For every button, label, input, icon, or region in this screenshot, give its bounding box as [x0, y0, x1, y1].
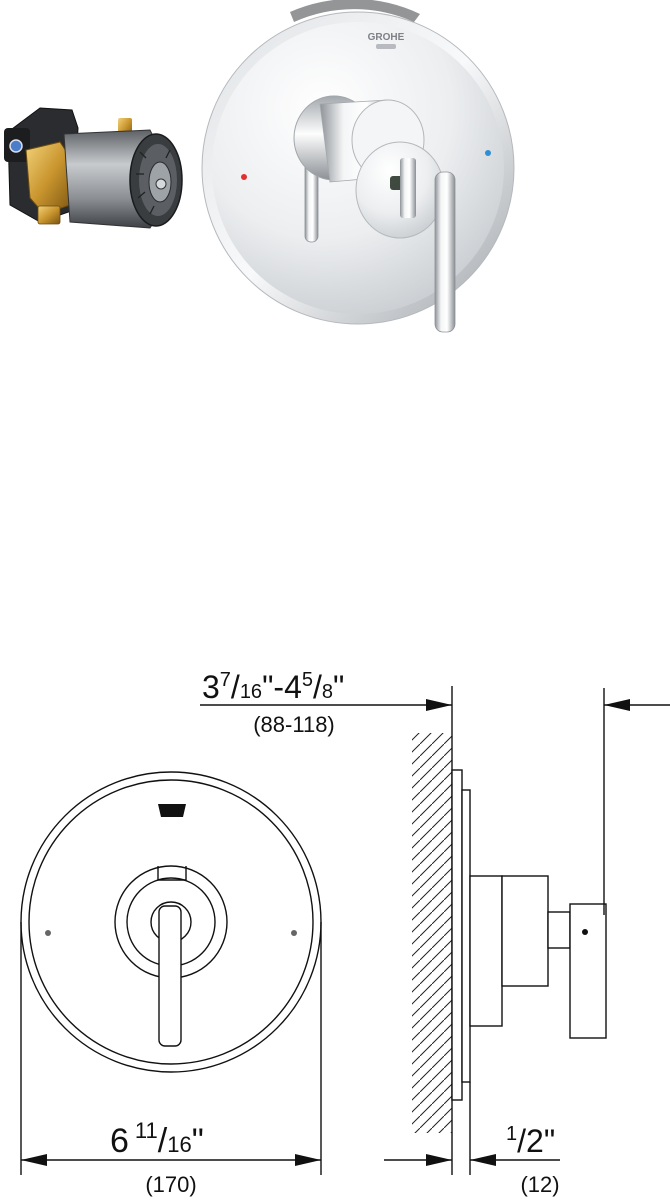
depth-label: 37/16"-45/8" [202, 669, 344, 705]
dimension-depth [200, 686, 670, 915]
trim-kit-image: GROHE [201, 0, 515, 333]
brand-logo-icon [158, 804, 186, 817]
side-view [412, 733, 607, 1133]
projection-label: 1/2" [506, 1123, 555, 1159]
projection-metric: (12) [520, 1172, 559, 1197]
front-view [20, 771, 322, 1073]
cold-indicator-icon [485, 150, 491, 156]
depth-metric: (88-118) [253, 712, 335, 737]
dimension-projection [384, 1082, 560, 1175]
rough-in-valve-image [4, 107, 183, 229]
hot-indicator-icon [241, 174, 247, 180]
brand-logo-text: GROHE [368, 32, 405, 43]
diameter-metric: (170) [145, 1172, 196, 1197]
technical-drawing [20, 686, 670, 1175]
dimension-diameter [20, 922, 322, 1175]
brand-logo-icon [376, 44, 396, 49]
